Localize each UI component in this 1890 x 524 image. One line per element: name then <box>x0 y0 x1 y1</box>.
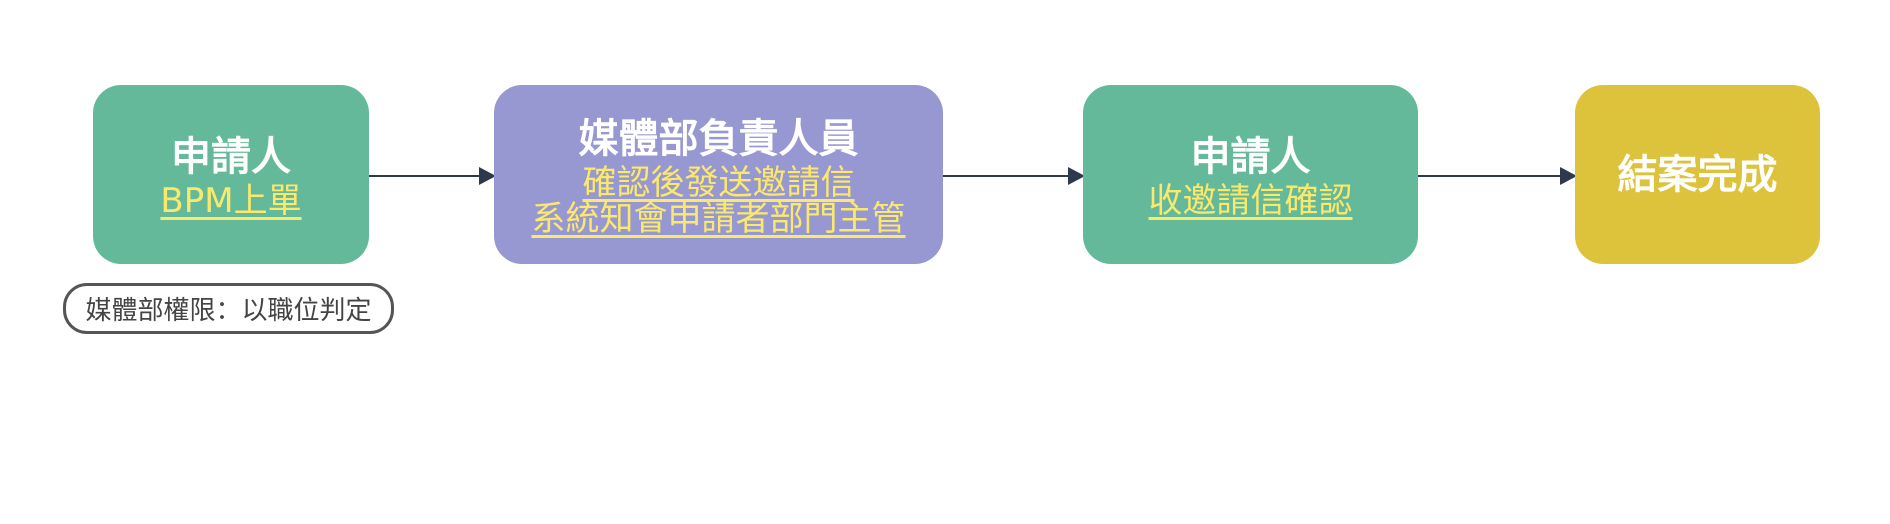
node-subtitle: 收邀請信確認 <box>1148 180 1353 221</box>
node-title: 媒體部負責人員 <box>578 115 859 162</box>
arrow-connector <box>943 167 1085 185</box>
permission-note: 媒體部權限：以職位判定 <box>63 283 394 334</box>
node-applicant-submit: 申請人 BPM上單 <box>93 85 369 264</box>
node-media-manager: 媒體部負責人員 確認後發送邀請信 系統知會申請者部門主管 <box>494 85 943 264</box>
node-subtitle: 系統知會申請者部門主管 <box>531 198 906 239</box>
node-title: 結案完成 <box>1617 151 1778 198</box>
node-subtitle: BPM上單 <box>160 180 302 221</box>
arrow-connector <box>1418 167 1577 185</box>
node-applicant-confirm: 申請人 收邀請信確認 <box>1083 85 1418 264</box>
node-complete: 結案完成 <box>1575 85 1820 264</box>
node-subtitle: 確認後發送邀請信 <box>582 162 855 203</box>
arrow-connector <box>369 167 496 185</box>
node-title: 申請人 <box>1190 133 1311 180</box>
node-title: 申請人 <box>171 133 291 180</box>
